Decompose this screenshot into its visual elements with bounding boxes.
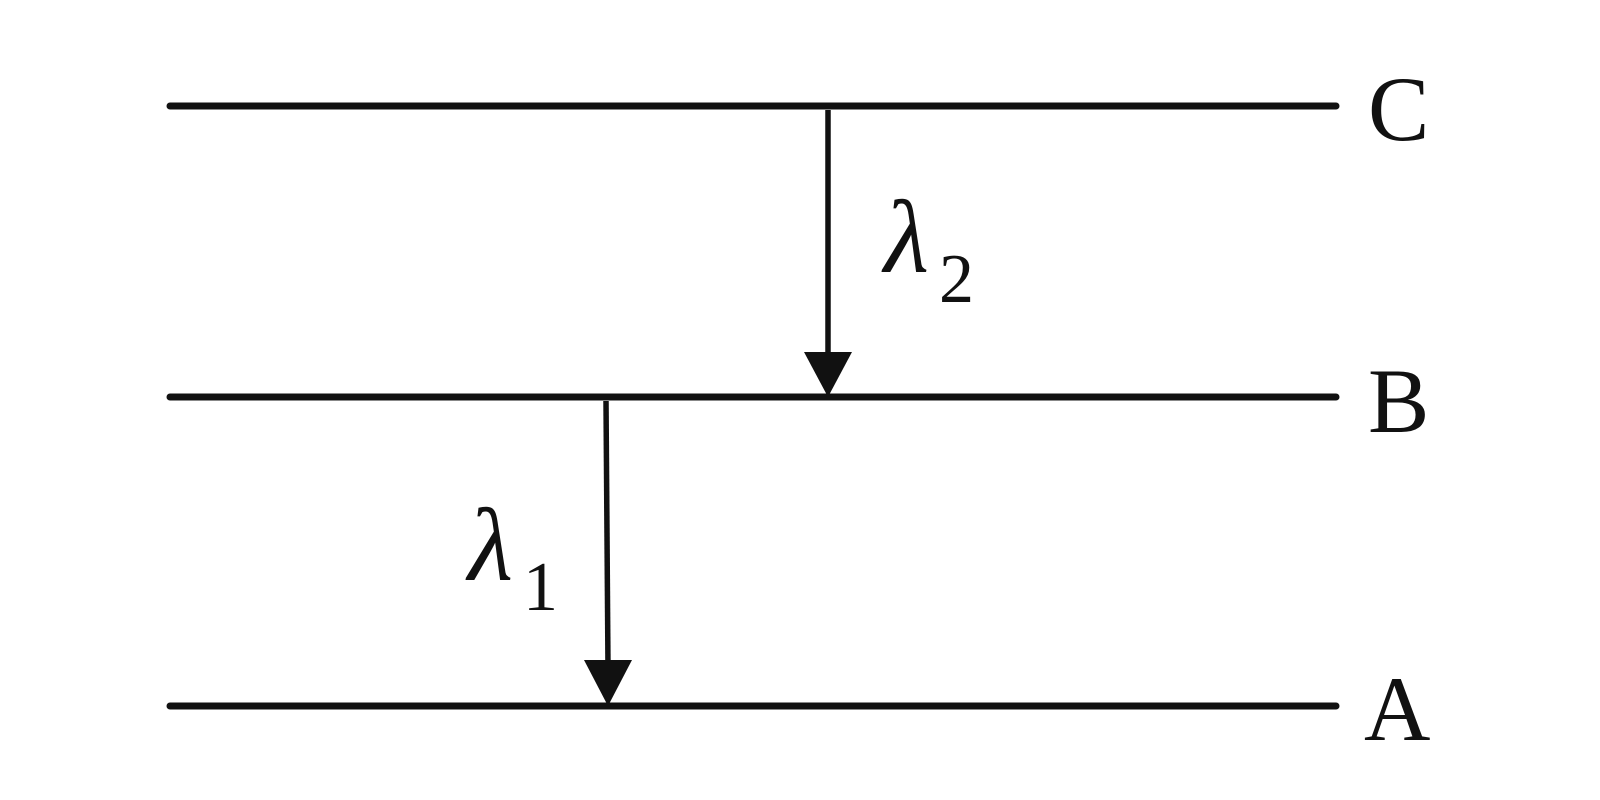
level-b-label: B xyxy=(1368,350,1429,452)
lambda-2-label: λ 2 xyxy=(881,180,974,318)
lambda-1-subscript: 1 xyxy=(523,549,558,626)
lambda-1-symbol: λ xyxy=(465,488,513,603)
level-c-label: C xyxy=(1368,58,1429,160)
lambda-1-label: λ 1 xyxy=(465,488,558,626)
transition-b-to-a-arrowhead xyxy=(584,660,632,706)
transition-c-to-b-arrowhead xyxy=(804,352,852,397)
transition-b-to-a-arrow-shaft xyxy=(603,400,611,669)
level-a-label: A xyxy=(1364,658,1430,760)
level-a: A xyxy=(166,658,1430,760)
transition-b-to-a: λ 1 xyxy=(465,400,632,706)
lambda-2-symbol: λ xyxy=(881,180,929,295)
level-c: C xyxy=(166,58,1429,160)
transition-c-to-b: λ 2 xyxy=(804,110,974,397)
level-b: B xyxy=(166,350,1429,452)
lambda-2-subscript: 2 xyxy=(939,241,974,318)
